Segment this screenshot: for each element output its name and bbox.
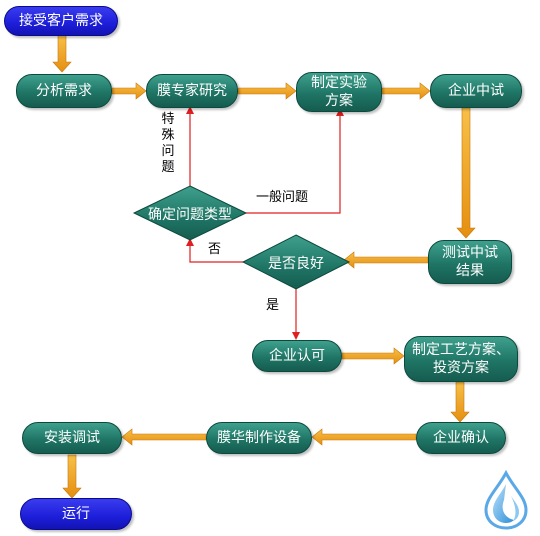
node-membrane-expert-research[interactable]: 膜专家研究: [146, 74, 238, 108]
line-no-to-decide: [189, 244, 246, 263]
arrow-receive-to-analyze: [52, 34, 72, 73]
edge-label-general-problem: 一般问题: [256, 190, 309, 205]
node-receive-requirements[interactable]: 接受客户需求: [4, 6, 118, 36]
node-install-debug[interactable]: 安装调试: [22, 422, 122, 454]
arrow-plan-to-pilot: [381, 82, 431, 100]
node-enterprise-approval[interactable]: 企业认可: [252, 340, 342, 372]
node-analyze-requirements[interactable]: 分析需求: [16, 74, 112, 108]
diamond-decide-type: [132, 185, 248, 241]
edge-label-special-problem: 特 殊 问 题: [161, 112, 175, 175]
diamond-is-good: [241, 234, 351, 290]
arrowhead-yes: [292, 332, 300, 340]
node-enterprise-pilot[interactable]: 企业中试: [430, 74, 522, 108]
arrow-analyze-to-expert: [111, 82, 147, 100]
arrowhead-special: [186, 106, 194, 114]
arrow-pilot-to-test: [456, 107, 476, 239]
arrow-install-to-run: [62, 454, 82, 499]
line-general-to-plan: [244, 114, 341, 214]
node-test-pilot-results[interactable]: 测试中试 结果: [428, 240, 512, 284]
node-build-equipment[interactable]: 膜华制作设备: [206, 422, 312, 454]
arrowhead-general: [336, 108, 344, 116]
node-run[interactable]: 运行: [20, 498, 132, 530]
water-drop-logo-icon: [484, 470, 528, 530]
edge-label-no: 否: [208, 242, 222, 257]
arrowhead-no: [186, 238, 194, 246]
arrow-confirm-to-build: [311, 428, 417, 446]
arrow-test-to-good: [343, 251, 429, 269]
arrow-build-to-install: [121, 428, 207, 446]
arrow-approve-to-process: [341, 347, 405, 365]
arrow-expert-to-plan: [237, 82, 297, 100]
decision-label-problem-type: 确定问题类型: [148, 207, 232, 223]
node-process-investment-plan[interactable]: 制定工艺方案、 投资方案: [404, 336, 518, 382]
arrow-process-to-confirm: [450, 381, 470, 423]
edge-label-yes: 是: [266, 298, 280, 313]
red-connectors: [186, 106, 344, 340]
orange-arrows: [52, 34, 476, 499]
decision-label-is-good: 是否良好: [268, 256, 324, 272]
node-enterprise-confirmation[interactable]: 企业确认: [416, 422, 506, 454]
node-experiment-plan[interactable]: 制定实验 方案: [296, 72, 382, 112]
